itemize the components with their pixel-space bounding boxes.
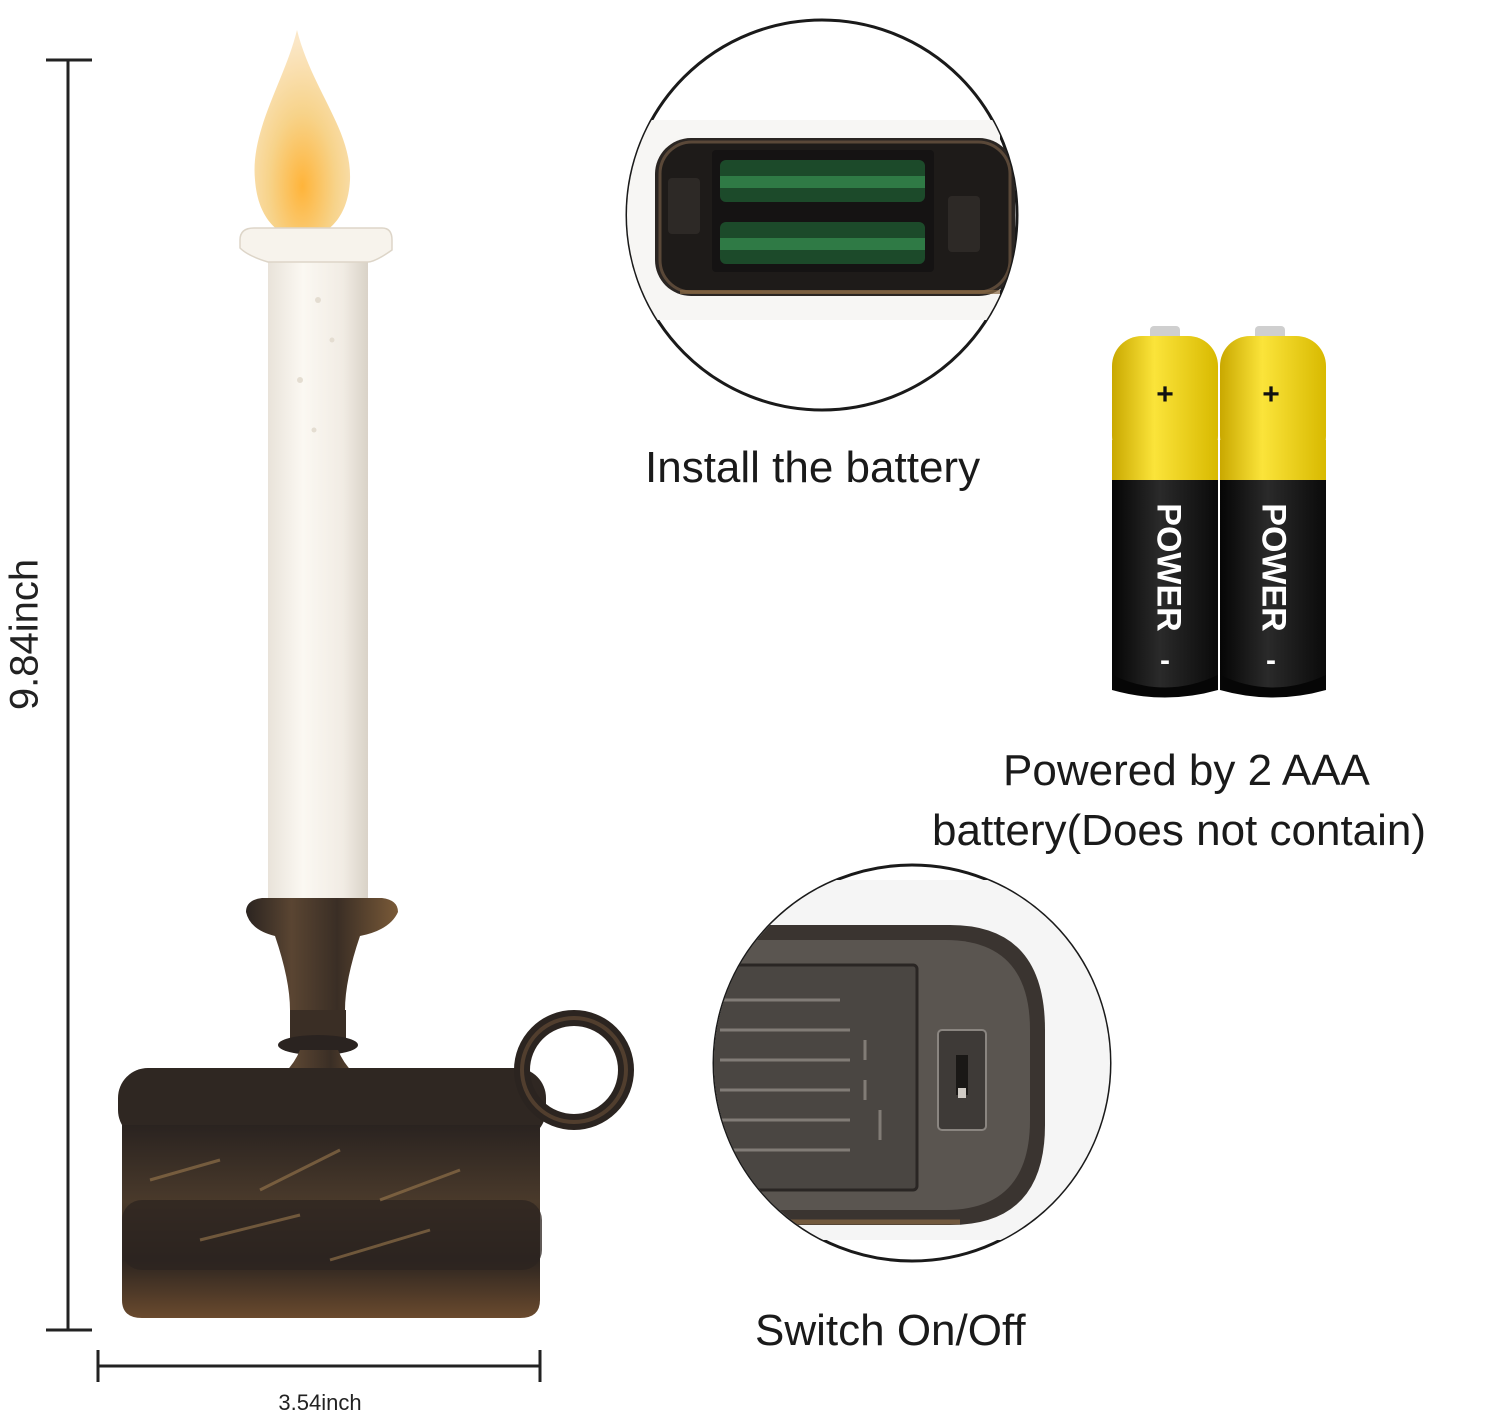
battery-right [1220, 326, 1326, 698]
powered-caption-line2: battery(Does not contain) [932, 806, 1427, 855]
height-label: 9.84inch [2, 558, 47, 711]
height-dimension-line [46, 58, 92, 1332]
aaa-batteries [1112, 326, 1326, 698]
candle [118, 30, 634, 1318]
flame-icon [254, 30, 351, 238]
switch-caption: Switch On/Off [755, 1306, 1026, 1355]
width-dimension-line [96, 1350, 542, 1382]
width-label: 3.54inch [278, 1390, 362, 1415]
battery-right-brand: POWER [1254, 503, 1293, 632]
battery-left-minus: - [1160, 644, 1170, 677]
battery-right-plus: + [1262, 378, 1280, 411]
powered-caption-line1: Powered by 2 AAA [1003, 746, 1370, 795]
battery-left [1112, 326, 1218, 698]
battery-left-brand: POWER [1149, 503, 1188, 632]
battery-compartment-closeup [625, 18, 1019, 412]
battery-right-minus: - [1266, 644, 1276, 677]
switch-closeup [712, 863, 1112, 1263]
install-caption: Install the battery [645, 443, 981, 492]
battery-left-plus: + [1156, 378, 1174, 411]
